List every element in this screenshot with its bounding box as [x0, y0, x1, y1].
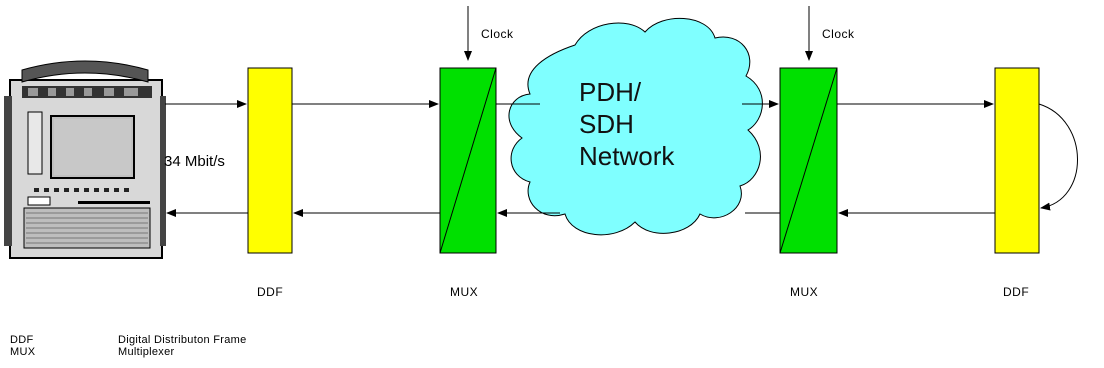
mux-right-block [779, 67, 838, 254]
legend-row-mux-abbr: MUX [10, 346, 36, 358]
network-label-line2: SDH [579, 109, 634, 139]
ddf-right-label: DDF [1003, 285, 1030, 299]
network-cloud [508, 18, 763, 236]
network-cloud-label: PDH/ SDH Network [579, 76, 674, 172]
mux-left-block [439, 67, 497, 254]
legend-row-mux-desc: Multiplexer [118, 346, 175, 358]
legend-row-ddf-desc: Digital Distributon Frame [118, 334, 247, 346]
test-instrument [4, 60, 166, 259]
clock-left-label: Clock [481, 27, 514, 41]
ddf-right-block [994, 67, 1040, 254]
ddf-left-block [247, 67, 293, 254]
network-label-line1: PDH/ [579, 77, 642, 107]
mux-right-label: MUX [790, 285, 819, 299]
rate-label: 34 Mbit/s [164, 153, 225, 170]
ddf-left-label: DDF [257, 285, 284, 299]
loopback-arc [1038, 103, 1078, 211]
legend-row-ddf-abbr: DDF [10, 334, 34, 346]
clock-right-label: Clock [822, 27, 855, 41]
mux-left-label: MUX [450, 285, 479, 299]
network-label-line3: Network [579, 141, 675, 171]
